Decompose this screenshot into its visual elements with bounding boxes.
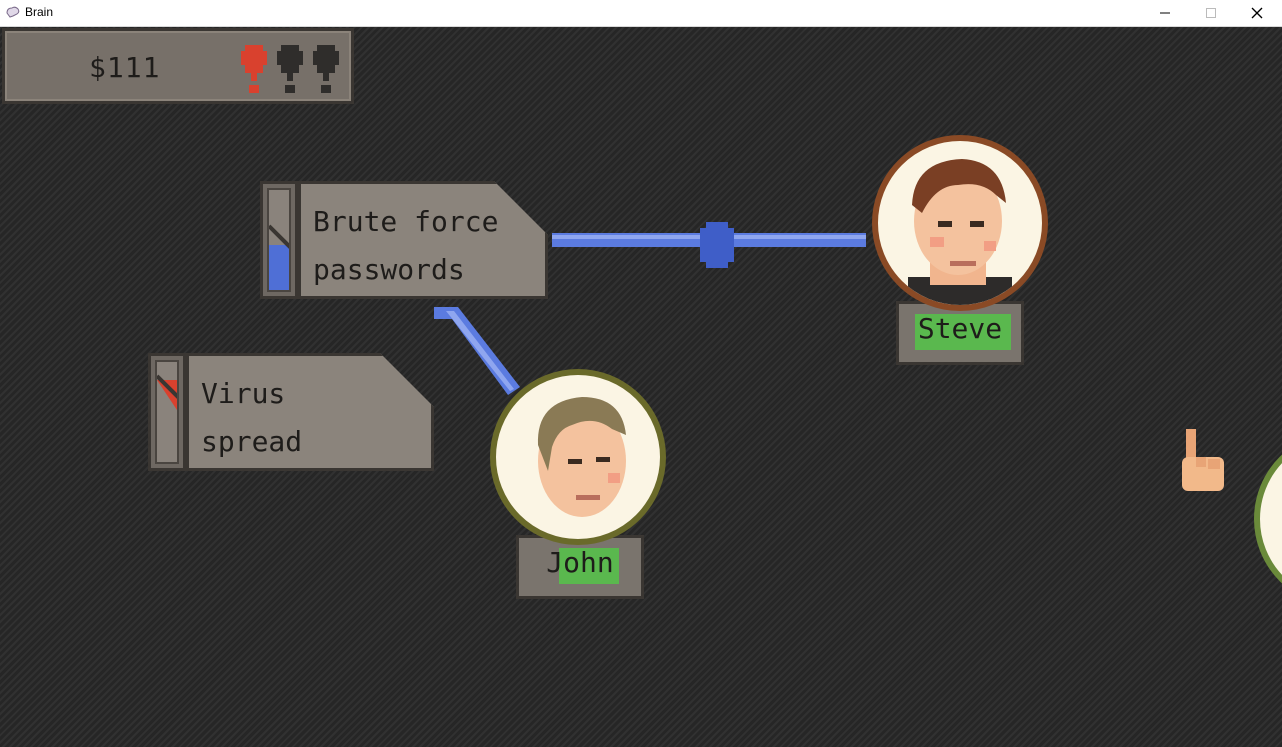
maximize-icon bbox=[1206, 8, 1216, 18]
game-canvas[interactable]: $111 Brute force passwords bbox=[0, 27, 1282, 747]
money-panel: $111 bbox=[2, 28, 354, 104]
task-label: Brute force passwords bbox=[313, 205, 499, 286]
connection-lines bbox=[434, 222, 866, 395]
task-card[interactable]: Virus spread bbox=[186, 353, 434, 471]
connection-brute-steve bbox=[552, 222, 866, 268]
avatar-frame bbox=[490, 369, 666, 545]
close-button[interactable] bbox=[1234, 0, 1280, 26]
alert-icon-active bbox=[241, 43, 267, 95]
nameplate: Steve bbox=[896, 301, 1024, 365]
task-card[interactable]: Brute force passwords bbox=[298, 181, 548, 299]
window-title: Brain bbox=[25, 5, 54, 19]
task-virus-spread[interactable]: Virus spread bbox=[148, 353, 434, 471]
avatar-frame bbox=[872, 135, 1048, 311]
person-name: John bbox=[546, 546, 614, 579]
person-name: Steve bbox=[917, 312, 1003, 345]
brain-icon bbox=[6, 6, 20, 18]
close-icon bbox=[1251, 7, 1263, 19]
task-brute-force[interactable]: Brute force passwords bbox=[260, 181, 548, 299]
money-amount: $111 bbox=[89, 51, 161, 84]
task-progress-bar bbox=[260, 181, 298, 299]
alert-icon-inactive bbox=[277, 43, 303, 95]
connection-brute-john bbox=[434, 307, 520, 395]
minimize-button[interactable] bbox=[1142, 0, 1188, 26]
nameplate: John bbox=[516, 535, 644, 599]
pointing-hand-icon bbox=[1180, 429, 1226, 495]
avatar-steve bbox=[908, 159, 1012, 305]
task-progress-fill bbox=[269, 245, 289, 290]
window-titlebar: Brain bbox=[0, 0, 1282, 27]
task-label: Virus spread bbox=[201, 377, 303, 458]
person-john[interactable]: John bbox=[490, 369, 666, 601]
task-progress-bar bbox=[148, 353, 186, 471]
alert-icon-inactive bbox=[313, 43, 339, 95]
minimize-icon bbox=[1160, 12, 1170, 14]
person-steve[interactable]: Steve bbox=[872, 135, 1048, 371]
maximize-button[interactable] bbox=[1188, 0, 1234, 26]
avatar-john bbox=[537, 397, 626, 517]
